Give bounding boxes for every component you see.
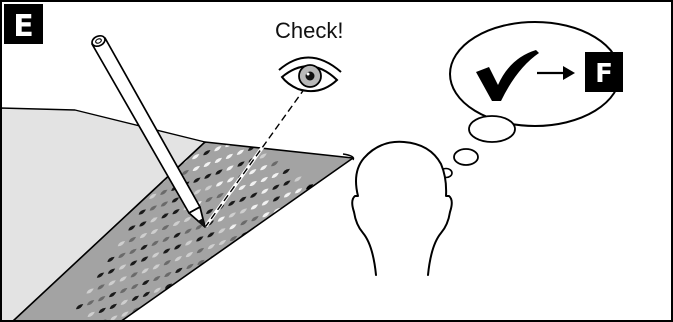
thought-bubble-dot-large xyxy=(469,116,515,142)
thought-bubble-dot-medium xyxy=(454,149,478,165)
next-step-label: F xyxy=(595,59,613,89)
check-label: Check! xyxy=(275,18,343,43)
step-label: E xyxy=(13,9,34,44)
